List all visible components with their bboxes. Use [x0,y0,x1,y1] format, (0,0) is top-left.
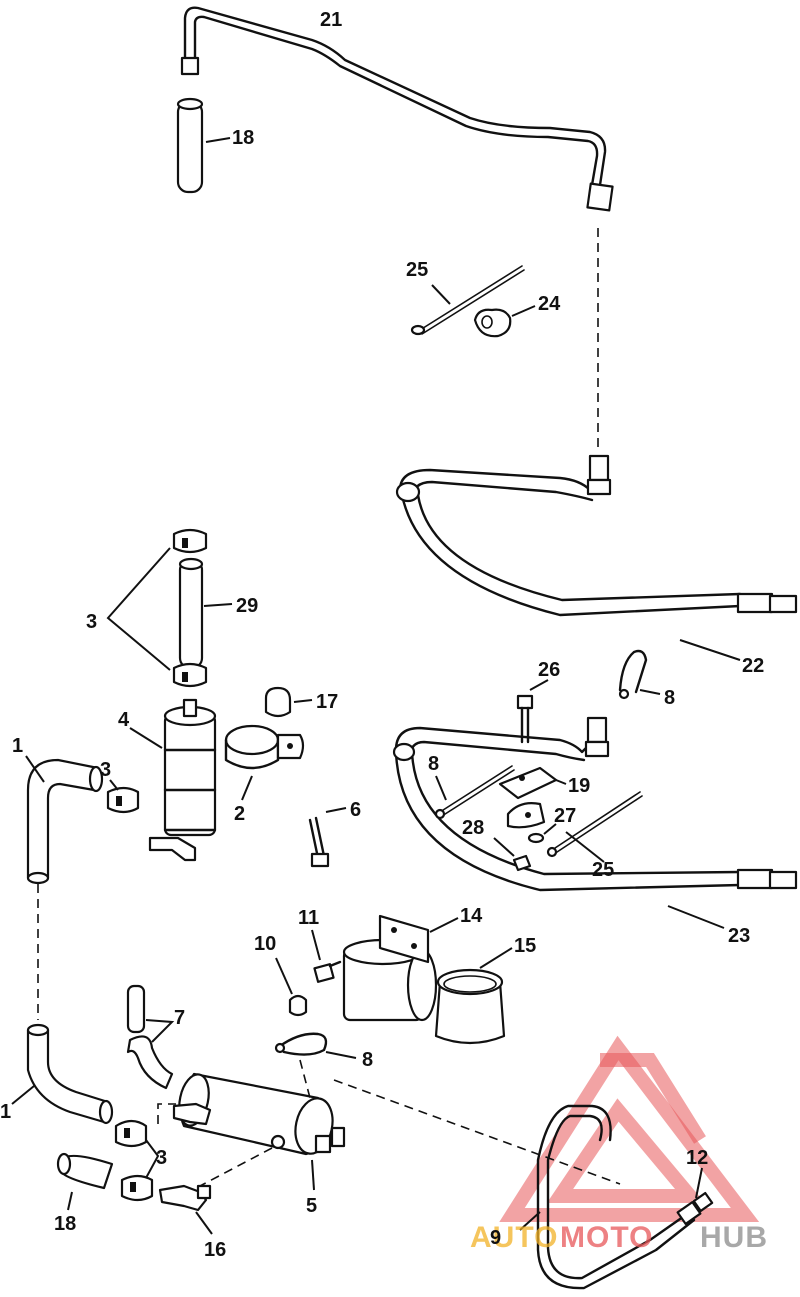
callout-17: 17 [316,691,338,713]
watermark-triangle [499,1035,760,1222]
part-15-sleeve [434,947,513,1045]
callout-14: 14 [460,905,483,927]
part-8-tie-mid [434,765,515,820]
callout-25-top: 25 [406,259,428,281]
part-25-cable-tie-mid [546,791,643,863]
callout-labels: 21 18 25 24 29 3 22 26 8 4 17 1 3 2 6 8 … [0,9,764,1261]
part-23-hose-assembly [392,716,798,929]
callout-6: 6 [350,799,361,821]
dashed-connection-5-bracket [299,1059,311,1099]
part-28-nut [493,837,532,872]
part-2-band-clamp [224,724,305,801]
callout-10: 10 [254,933,276,955]
dashed-connection-5-9 [333,1079,621,1185]
callout-26: 26 [538,659,560,681]
part-7-hoses [126,984,175,1090]
part-5-receiver-drier [172,1072,346,1191]
callout-28: 28 [462,817,484,839]
part-24-grommet [473,305,536,338]
part-11-screw [311,929,342,983]
watermark-text: AUTO MOTO HUB [470,1221,768,1254]
part-3-clamp-mid [106,779,140,814]
callout-24: 24 [538,293,561,315]
part-21-rigid-tube [180,6,614,212]
callout-19: 19 [568,775,590,797]
part-10-nut [275,957,308,1017]
callout-25-mid: 25 [592,859,614,881]
watermark-text-hub: HUB [700,1221,768,1254]
callout-3-upper: 3 [86,611,97,633]
part-22-hose-assembly [395,454,798,661]
callout-22: 22 [742,655,764,677]
part-14-mounting-bracket [342,914,459,1022]
part-8-strap-clamp-lower [274,1032,357,1059]
callout-4: 4 [118,709,130,731]
callout-7: 7 [174,1007,185,1029]
callout-3-mid: 3 [100,759,111,781]
callout-18-top: 18 [232,127,254,149]
part-8-strap-clamp-upper [618,649,661,700]
callout-2: 2 [234,803,245,825]
part-19-clamp-block [498,766,567,829]
part-16-elbow-fitting [158,1184,213,1235]
callout-1-upper: 1 [12,735,23,757]
callout-3-lower: 3 [156,1147,167,1169]
part-29-hose [178,557,233,670]
part-1-elbow-hose-upper [25,755,104,885]
part-12-fitting [676,1167,714,1225]
part-17-bumper [264,686,313,718]
part-3-clamps-lower [114,1119,160,1202]
dashed-connection-5-left [157,1103,176,1124]
part-18-hose-top [176,97,231,194]
part-6-bolt [308,807,347,868]
watermark-stroke [600,1053,706,1144]
callout-8-lower: 8 [362,1049,373,1071]
callout-16: 16 [204,1239,226,1261]
callout-9: 9 [490,1227,501,1249]
dashed-connection-5-fitting [199,1147,273,1187]
part-1-hose-lower [11,1023,114,1125]
part-9-rigid-tube [519,1104,696,1290]
callout-12: 12 [686,1147,708,1169]
callout-21: 21 [320,9,342,31]
callout-18-lower: 18 [54,1213,76,1235]
part-4-canister [129,698,217,862]
callout-1-lower: 1 [0,1101,11,1123]
watermark-logo [499,1035,760,1222]
callout-23: 23 [728,925,750,947]
watermark-inner-triangle [546,1098,705,1203]
part-26-bolt [516,679,549,744]
callout-5: 5 [306,1195,317,1217]
callout-15: 15 [514,935,536,957]
part-27-washer [527,823,557,844]
watermark-text-auto: AUTO [470,1221,558,1254]
watermark-text-moto: MOTO [560,1221,653,1254]
part-25-cable-tie-top [410,265,525,336]
callout-27: 27 [554,805,576,827]
callout-11: 11 [298,907,319,929]
part-3-clamps-upper [106,528,208,688]
part-18-hose-lower [56,1152,114,1211]
callout-8-mid: 8 [428,753,439,775]
callout-29: 29 [236,595,258,617]
callout-8-upper: 8 [664,687,675,709]
